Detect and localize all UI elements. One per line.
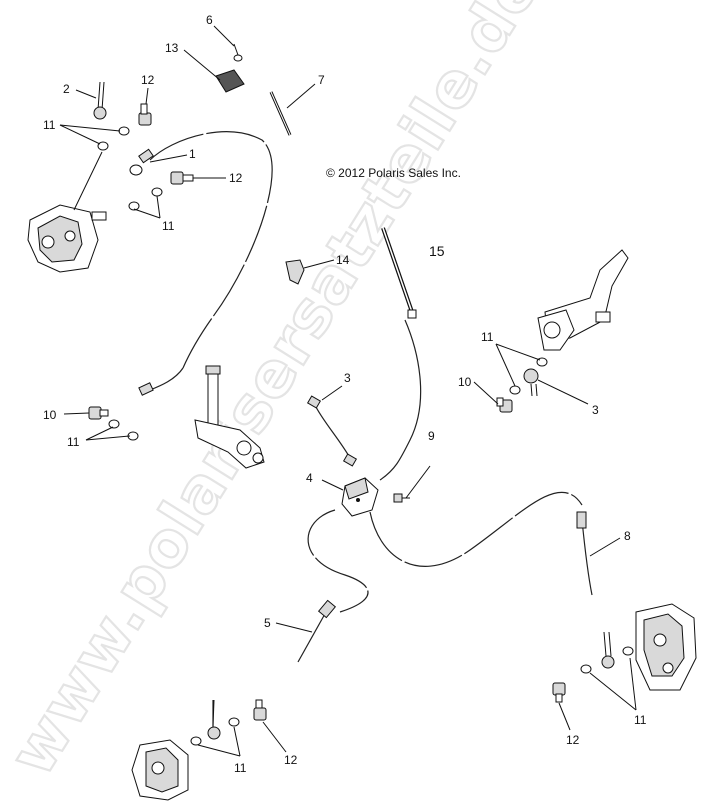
callout-10-b: 10 bbox=[43, 408, 57, 422]
fitting-part-3-mid bbox=[306, 395, 358, 467]
callout-12-b: 12 bbox=[229, 171, 243, 185]
callout-9: 9 bbox=[428, 429, 435, 443]
callout-10-a: 10 bbox=[458, 375, 472, 389]
rod-part-15 bbox=[381, 227, 417, 319]
callout-15: 15 bbox=[429, 243, 445, 259]
rod-part-7 bbox=[269, 91, 292, 136]
caliper-lower-left bbox=[131, 739, 189, 801]
bolt-part-10-left bbox=[88, 406, 109, 420]
callout-11-f: 11 bbox=[234, 761, 247, 775]
callout-7: 7 bbox=[318, 73, 325, 87]
rear-master-cylinder bbox=[138, 365, 265, 469]
callout-3-a: 3 bbox=[344, 371, 351, 385]
callout-6: 6 bbox=[206, 13, 213, 27]
caliper-upper-left bbox=[27, 204, 107, 273]
fitting-part-14 bbox=[285, 259, 305, 285]
master-cylinder-right bbox=[537, 249, 629, 351]
callout-11-b: 11 bbox=[162, 219, 175, 233]
washers-part-11-lower-left bbox=[190, 699, 240, 746]
callout-14: 14 bbox=[336, 253, 350, 267]
callout-11-e: 11 bbox=[634, 713, 647, 727]
bolt-part-12-lower-right bbox=[552, 682, 566, 703]
callout-2: 2 bbox=[63, 82, 70, 96]
bolt-part-12-b bbox=[170, 171, 194, 185]
fitting-part-5 bbox=[317, 599, 337, 619]
callout-3-b: 3 bbox=[592, 403, 599, 417]
bolt-part-12-lower-left bbox=[253, 699, 267, 721]
callout-1: 1 bbox=[189, 147, 196, 161]
watermark: www.polarisersatzteile.de bbox=[0, 0, 555, 789]
brake-lines bbox=[149, 131, 593, 738]
callout-5: 5 bbox=[264, 616, 271, 630]
callout-4: 4 bbox=[306, 471, 313, 485]
tee-block-part-4 bbox=[341, 477, 379, 517]
bolt-part-10-right bbox=[496, 397, 513, 413]
callout-12-d: 12 bbox=[284, 753, 298, 767]
fitting-part-1 bbox=[129, 148, 154, 176]
clip-part-13 bbox=[215, 69, 245, 93]
callout-labels: 6 13 7 2 12 11 1 12 11 15 14 11 10 3 3 1… bbox=[43, 13, 647, 775]
callout-11-d: 11 bbox=[67, 435, 80, 449]
callout-12-a: 12 bbox=[141, 73, 155, 87]
bolt-part-12-a bbox=[138, 103, 152, 126]
callout-11-c: 11 bbox=[481, 330, 494, 344]
washers-part-11-lower-right bbox=[580, 631, 634, 674]
callout-11-a: 11 bbox=[43, 118, 56, 132]
callout-13: 13 bbox=[165, 41, 179, 55]
callout-12-c: 12 bbox=[566, 733, 580, 747]
banjo-part-3-right bbox=[523, 368, 539, 397]
fitting-part-8 bbox=[576, 511, 587, 529]
callout-8: 8 bbox=[624, 529, 631, 543]
caliper-lower-right bbox=[635, 603, 697, 691]
leader-lines bbox=[59, 25, 637, 757]
banjo-bolt-part-2 bbox=[93, 81, 107, 120]
screw-part-6 bbox=[233, 43, 243, 62]
copyright-text: © 2012 Polaris Sales Inc. bbox=[326, 166, 461, 180]
